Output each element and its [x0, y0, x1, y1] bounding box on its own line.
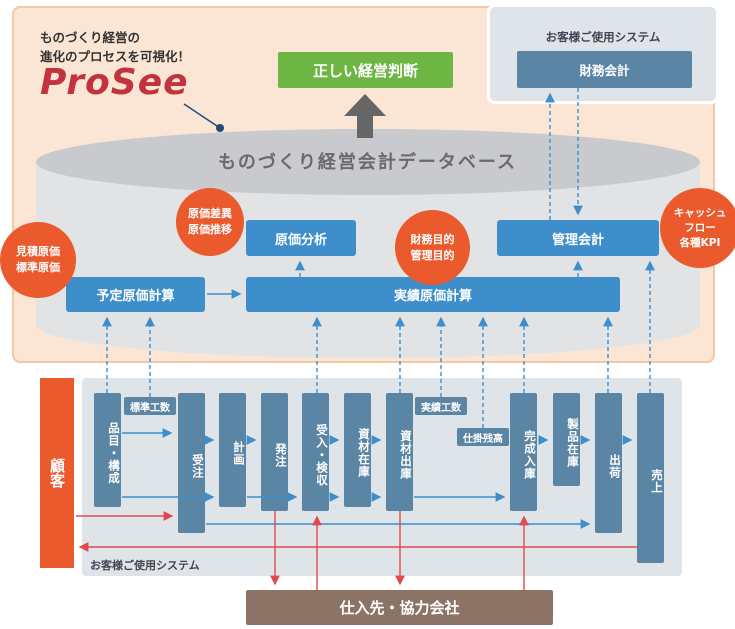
prosee-logo: ProSee	[40, 62, 189, 103]
customer-system-bottom-label: お客様ご使用システム	[90, 559, 200, 572]
step-ordering: 発注	[261, 393, 288, 511]
planned-costing-box: 予定原価計算	[66, 277, 205, 312]
standard-man-hours-tag: 標準工数	[124, 397, 176, 415]
step-receiving-inspection: 受入・検収	[302, 393, 329, 511]
step-planning: 計画	[219, 393, 246, 507]
step-order-receipt: 受注	[178, 393, 205, 533]
customer-system-top-title: お客様ご使用システム	[545, 30, 661, 44]
financial-purpose-circle: 財務目的 管理目的	[395, 210, 470, 285]
cashflow-kpi-circle: キャッシュ フロー 各種KPI	[660, 188, 735, 268]
tagline-line1: ものづくり経営の	[40, 30, 141, 45]
step-sales: 売上	[637, 393, 664, 563]
step-material-issue: 資材出庫	[386, 393, 413, 511]
step-item-structure: 品目・構成	[94, 393, 121, 507]
work-in-process-tag: 仕掛残高	[457, 428, 509, 446]
step-shipping: 出荷	[595, 393, 622, 533]
financial-accounting-box: 財務会計	[517, 51, 692, 88]
correct-decision-box: 正しい経営判断	[278, 52, 453, 88]
actual-man-hours-tag: 実績工数	[415, 397, 467, 415]
cost-variance-circle: 原価差異 原価推移	[176, 188, 244, 256]
logo-pointer	[183, 103, 224, 132]
customer-label: 顧客	[48, 458, 66, 488]
management-accounting-box: 管理会計	[497, 220, 659, 256]
supplier-box: 仕入先・協力会社	[246, 590, 553, 625]
step-material-inventory: 資材在庫	[344, 393, 371, 507]
estimated-cost-circle: 見積原価 標準原価	[0, 222, 76, 298]
step-product-inventory: 製品在庫	[553, 393, 580, 486]
cost-analysis-box: 原価分析	[246, 220, 356, 256]
tagline-line2: 進化のプロセスを可視化！	[40, 49, 191, 64]
step-completion-receipt: 完成入庫	[510, 393, 537, 511]
database-label: ものづくり経営会計データベース	[217, 152, 518, 173]
customer-box: 顧客	[40, 378, 74, 568]
up-arrow-icon	[344, 94, 386, 138]
